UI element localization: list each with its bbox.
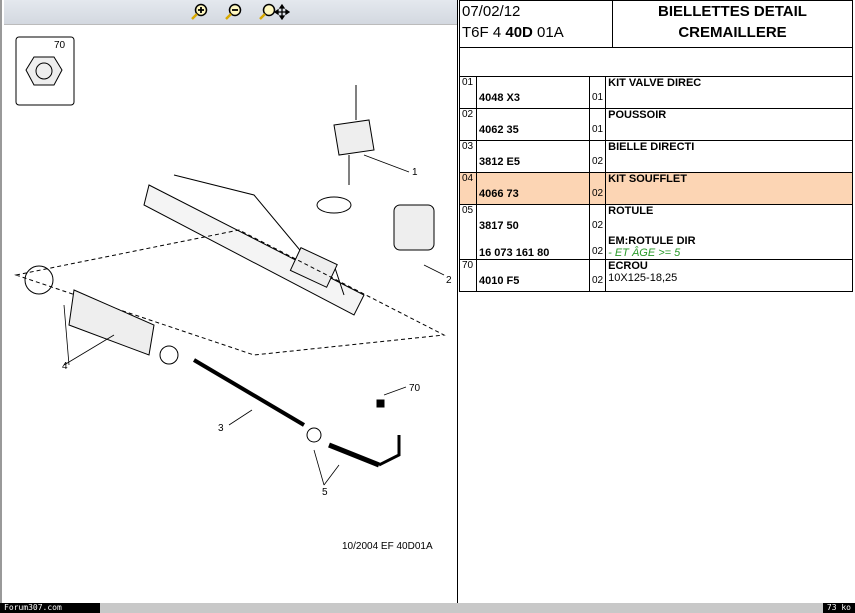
part-qty: 02: [592, 156, 604, 167]
part-desc: ECROU: [608, 260, 648, 272]
header-date: 07/02/12: [462, 3, 521, 20]
code-suffix: 01A: [532, 24, 564, 41]
callout-4: 4: [62, 361, 68, 372]
part-qty: 02: [592, 246, 604, 257]
nut-thumbnail: [15, 36, 75, 106]
tie-rod: [192, 358, 401, 468]
part-qty: 02: [592, 275, 604, 286]
header-title-2: CREMAILLERE: [678, 24, 787, 41]
part-ref: 3817 50: [479, 220, 519, 232]
part-ref: 16 073 161 80: [479, 247, 550, 259]
part-ref: 4062 35: [479, 124, 519, 136]
callout-70-thumb: 70: [54, 40, 66, 51]
cell: 70: [459, 259, 477, 292]
boot: [24, 265, 179, 365]
cell: POUSSOIR: [605, 108, 853, 141]
callout-5: 5: [322, 487, 328, 498]
callout-2: 2: [446, 275, 452, 286]
cell: KIT VALVE DIREC: [605, 76, 853, 109]
item-index: 05: [462, 205, 474, 216]
panel-divider: [457, 0, 458, 603]
item-index: 70: [462, 260, 474, 271]
header-code: T6F 4 40D 01A: [462, 22, 610, 43]
part-row[interactable]: 02 4062 35 01 POUSSOIR: [459, 108, 853, 141]
part-note: 10X125-18,25: [608, 272, 678, 284]
zoom-pan-icon[interactable]: [258, 3, 290, 21]
zoom-in-icon[interactable]: [190, 3, 210, 21]
cell: 04: [459, 172, 477, 205]
cell: KIT SOUFFLET: [605, 172, 853, 205]
cell: 03: [459, 140, 477, 173]
cell: 3812 E5: [476, 140, 590, 173]
cell: 01: [588, 76, 607, 109]
cell: 3817 50 16 073 161 80: [476, 204, 590, 260]
item-index: 01: [462, 77, 474, 88]
cell: ROTULE EM:ROTULE DIR- ET ÂGE >= 5: [605, 204, 853, 260]
part-ref: 4010 F5: [479, 275, 520, 287]
part-ref: 4048 X3: [479, 92, 520, 104]
part-desc: BIELLE DIRECTI: [608, 141, 695, 153]
cell: 02: [588, 172, 607, 205]
part-ref: 3812 E5: [479, 156, 520, 168]
cell: 4062 35: [476, 108, 590, 141]
header-title-1: BIELLETTES DETAIL: [658, 3, 807, 20]
cell: BIELLE DIRECTI: [605, 140, 853, 173]
file-size: 73 ko: [822, 603, 855, 613]
callout-70: 70: [409, 383, 421, 394]
cell: 4048 X3: [476, 76, 590, 109]
callout-1: 1: [412, 167, 418, 178]
part-row[interactable]: 01 4048 X3 01 KIT VALVE DIREC: [459, 76, 853, 109]
cell: 02: [459, 108, 477, 141]
item-index: 02: [462, 109, 474, 120]
status-bar: Forum307.com 73 ko: [0, 603, 855, 613]
cell: 01: [588, 108, 607, 141]
part-desc: KIT SOUFFLET: [608, 173, 687, 185]
cell: 02: [588, 140, 607, 173]
part-qty: 02: [592, 220, 604, 231]
part-desc: ROTULE: [608, 205, 654, 217]
item-index: 03: [462, 141, 474, 152]
parts-header: 07/02/12 T6F 4 40D 01A BIELLETTES DETAIL…: [459, 0, 853, 77]
diagram-panel: 70 1 2 3 4 5 70 10/2004 EF 40D01A: [0, 0, 458, 603]
part-desc: KIT VALVE DIREC: [608, 77, 702, 89]
part-qty: 01: [592, 124, 604, 135]
cell: 02: [588, 259, 607, 292]
cell: 01: [459, 76, 477, 109]
cell: 05: [459, 204, 477, 260]
parts-list-panel: 07/02/12 T6F 4 40D 01A BIELLETTES DETAIL…: [459, 0, 855, 292]
blank-row: [459, 47, 853, 77]
part-qty: 01: [592, 92, 604, 103]
part-desc: EM:ROTULE DIR: [608, 235, 696, 247]
code-part: T6F 4: [462, 24, 506, 41]
item-index: 04: [462, 173, 474, 184]
diagram-caption: 10/2004 EF 40D01A: [342, 541, 433, 552]
part-qty: 02: [592, 188, 604, 199]
part-ref: 4066 73: [479, 188, 519, 200]
part-desc: POUSSOIR: [608, 109, 667, 121]
code-bold: 40D: [505, 24, 533, 41]
steering-rack: [143, 85, 435, 316]
callout-3: 3: [218, 423, 224, 434]
exploded-parts-diagram: 70 1 2 3 4 5 70: [14, 36, 452, 498]
part-row[interactable]: 04 4066 73 02 KIT SOUFFLET: [459, 172, 853, 205]
cell: 4066 73: [476, 172, 590, 205]
part-note: - ET ÂGE >= 5: [608, 247, 681, 259]
part-row[interactable]: 03 3812 E5 02 BIELLE DIRECTI: [459, 140, 853, 173]
cell: 02 02: [588, 204, 607, 260]
site-label: Forum307.com: [0, 603, 100, 613]
cell: 4010 F5: [476, 259, 590, 292]
part-row[interactable]: 05 3817 50 16 073 161 80 02 02 ROTULE EM:ROTUL…: [459, 204, 853, 260]
zoom-out-icon[interactable]: [224, 3, 244, 21]
zoom-toolbar: [4, 0, 458, 25]
